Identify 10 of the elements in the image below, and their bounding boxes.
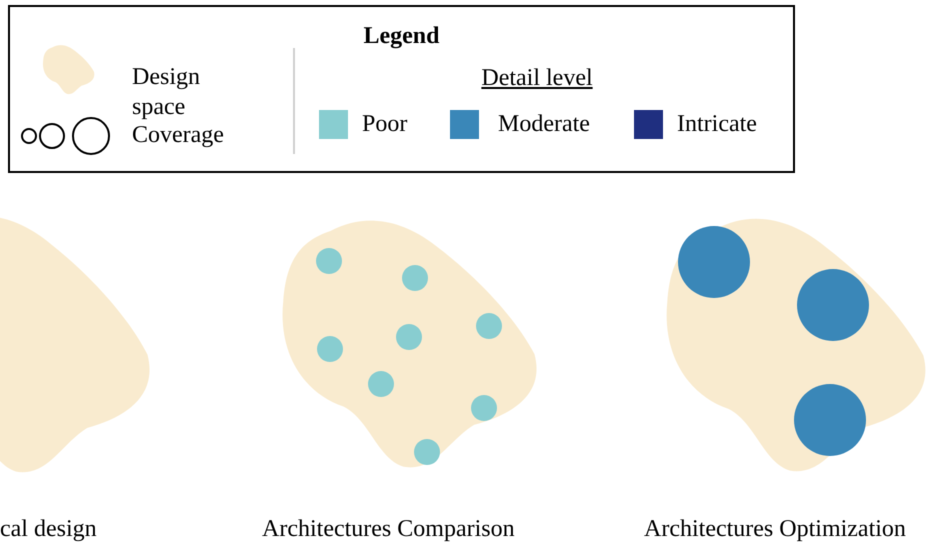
node-label: Architectures Comparison bbox=[262, 515, 515, 543]
legend-label: Design space bbox=[132, 63, 201, 122]
legend-heading: Detail level bbox=[480, 64, 594, 92]
legend-label: Coverage bbox=[132, 121, 224, 149]
node-label: Architectures Optimization bbox=[644, 515, 906, 543]
legend-label: Intricate bbox=[677, 110, 757, 138]
legend-label: Moderate bbox=[498, 110, 590, 138]
legend-title: Legend bbox=[362, 22, 440, 50]
legend-label: Poor bbox=[362, 110, 408, 138]
node-label: cal design bbox=[0, 515, 97, 543]
